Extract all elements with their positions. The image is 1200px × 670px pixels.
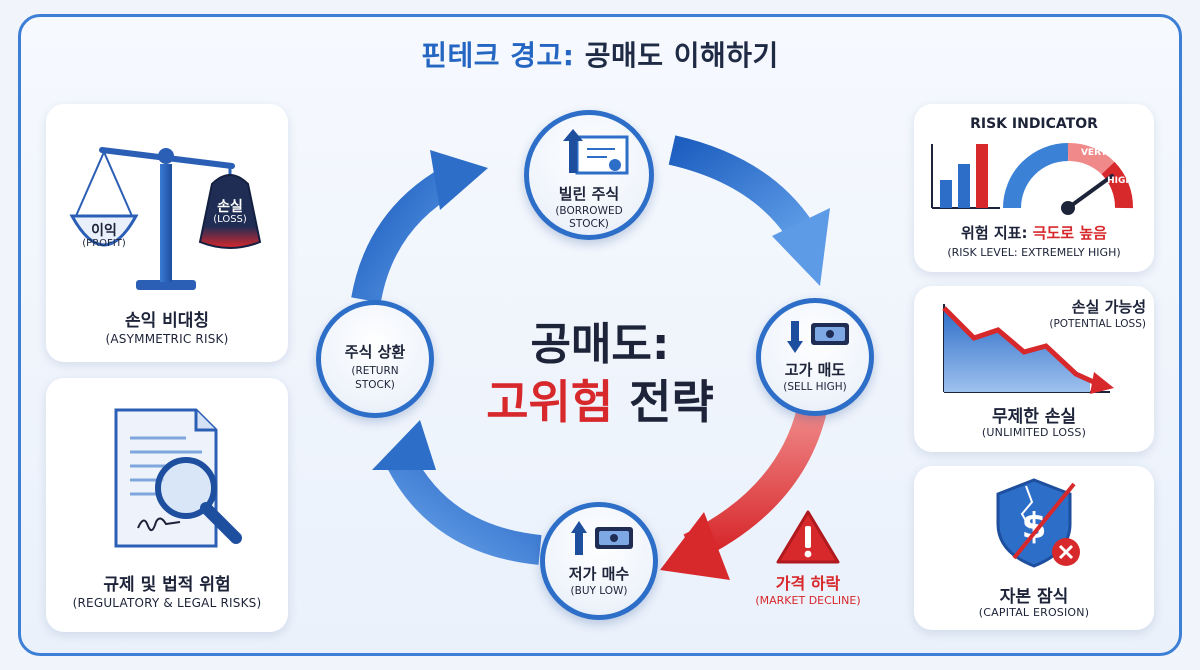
market-decline-title: 가격 하락 bbox=[775, 574, 841, 593]
market-decline-sub: (MARKET DECLINE) bbox=[755, 594, 861, 607]
loss-top-title: 손실 가능성 bbox=[1071, 298, 1146, 316]
cash-down-icon bbox=[787, 321, 849, 353]
risk-header: RISK INDICATOR bbox=[970, 116, 1098, 132]
arrow-buy-to-return bbox=[386, 452, 542, 565]
broken-shield-icon: $ bbox=[996, 478, 1080, 568]
regulatory-subtitle: (REGULATORY & LEGAL RISKS) bbox=[72, 596, 262, 610]
return-sub-1: (RETURN bbox=[351, 365, 399, 377]
certificate-arrow-icon bbox=[563, 129, 629, 175]
declining-chart-icon bbox=[942, 304, 1114, 394]
sell-title: 고가 매도 bbox=[784, 361, 846, 379]
node-return-stock: 주식 상환 (RETURN STOCK) bbox=[316, 300, 434, 418]
risk-indicator-card: RISK INDICATOR VERY HIGH 위험 지표: 극도로 높음 (… bbox=[914, 104, 1154, 272]
borrowed-sub-2: STOCK) bbox=[569, 218, 609, 230]
risk-subtitle: (RISK LEVEL: EXTREMELY HIGH) bbox=[947, 246, 1121, 259]
center-title-line2: 고위험 전략 bbox=[0, 366, 1200, 432]
profit-sub: (PROFIT) bbox=[82, 238, 126, 249]
title-rest: 공매도 이해하기 bbox=[584, 39, 779, 72]
document-magnifier-icon bbox=[114, 408, 242, 548]
gauge-very-label: VERY bbox=[1080, 148, 1108, 158]
capital-title: 자본 잠식 bbox=[999, 587, 1069, 607]
gauge-high-label: HIGH bbox=[1107, 176, 1133, 186]
risk-title-dark: 위험 지표: bbox=[961, 224, 1028, 242]
bar-gauge-icon bbox=[931, 143, 1133, 215]
loss-title: 무제한 손실 bbox=[991, 407, 1077, 427]
title-prefix: 핀테크 경고: bbox=[421, 39, 575, 72]
warning-icon bbox=[776, 510, 840, 564]
capital-erosion-card: $ 자본 잠식 (CAPITAL EROSION) bbox=[914, 466, 1154, 630]
asymmetric-subtitle: (ASYMMETRIC RISK) bbox=[105, 332, 229, 346]
regulatory-risk-card: 규제 및 법적 위험 (REGULATORY & LEGAL RISKS) bbox=[46, 378, 288, 632]
borrowed-sub-1: (BORROWED bbox=[555, 205, 623, 217]
sell-sub: (SELL HIGH) bbox=[783, 381, 847, 393]
loss-subtitle: (UNLIMITED LOSS) bbox=[981, 426, 1087, 439]
regulatory-title: 규제 및 법적 위험 bbox=[103, 575, 231, 595]
node-buy-low: 저가 매수 (BUY LOW) bbox=[540, 502, 658, 620]
buy-title: 저가 매수 bbox=[568, 565, 630, 583]
balance-scale-icon bbox=[69, 147, 262, 290]
node-sell-high: 고가 매도 (SELL HIGH) bbox=[756, 298, 874, 416]
risk-title-red: 극도로 높음 bbox=[1032, 224, 1107, 242]
borrowed-title: 빌린 주식 bbox=[558, 185, 620, 203]
buy-sub: (BUY LOW) bbox=[570, 585, 628, 597]
center-title-line1: 공매도: bbox=[530, 319, 670, 370]
unlimited-loss-card: 손실 가능성 (POTENTIAL LOSS) 무제한 손실 (UNLIMITE… bbox=[914, 286, 1154, 452]
risk-title: 위험 지표: 극도로 높음 bbox=[914, 222, 1154, 243]
loss-label: 손실 bbox=[217, 199, 243, 215]
cash-up-icon bbox=[571, 521, 633, 555]
arrow-borrow-to-sell bbox=[668, 135, 813, 239]
center-strategy: 전략 bbox=[629, 375, 714, 429]
arrow-return-to-borrow bbox=[351, 166, 458, 303]
page-title: 핀테크 경고: 공매도 이해하기 bbox=[0, 34, 1200, 74]
return-title: 주식 상환 bbox=[344, 343, 406, 361]
asymmetric-title: 손익 비대칭 bbox=[124, 311, 210, 331]
profit-label: 이익 bbox=[91, 223, 117, 239]
capital-subtitle: (CAPITAL EROSION) bbox=[978, 606, 1090, 619]
asymmetric-risk-card: 이익 (PROFIT) 손실 (LOSS) 손익 비대칭 (ASYMMETRIC… bbox=[46, 104, 288, 362]
arrow-sell-to-buy bbox=[683, 406, 827, 562]
node-borrowed-stock: 빌린 주식 (BORROWED STOCK) bbox=[524, 110, 654, 240]
svg-text:$: $ bbox=[1021, 506, 1046, 547]
return-sub-2: STOCK) bbox=[355, 379, 395, 391]
loss-sub: (LOSS) bbox=[213, 214, 247, 225]
center-high-risk: 고위험 bbox=[486, 375, 614, 429]
loss-top-sub: (POTENTIAL LOSS) bbox=[1049, 318, 1146, 330]
